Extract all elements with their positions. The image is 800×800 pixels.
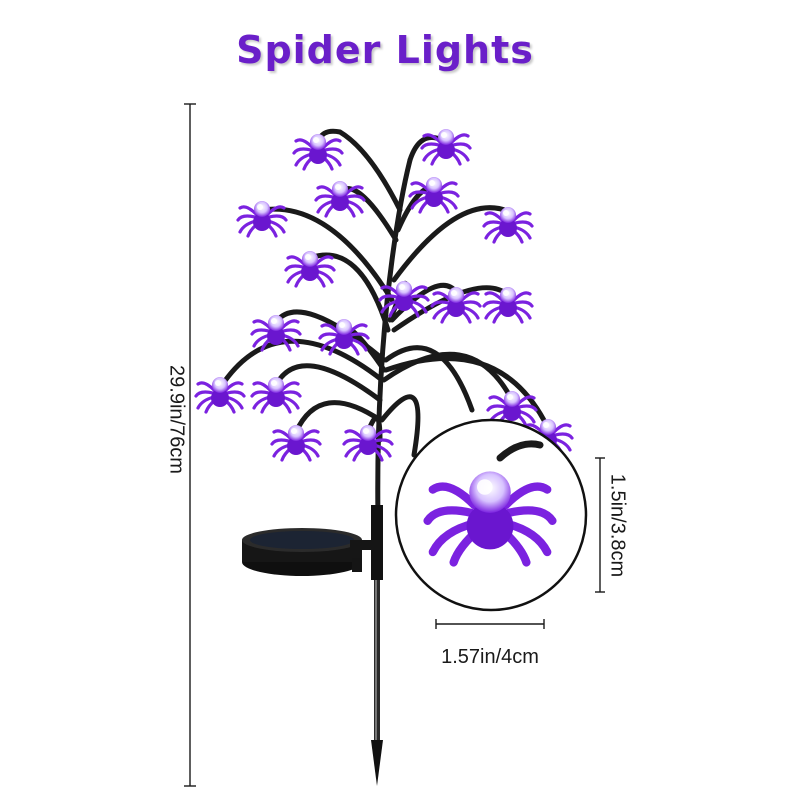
solar-panel-icon (242, 528, 380, 576)
spider-icon (482, 205, 534, 244)
spider-icon (342, 423, 394, 462)
spider-icon (292, 132, 344, 171)
spider-icon (250, 375, 302, 414)
bulb-height-label: 1.5in/3.8cm (606, 473, 629, 578)
page-title: Spider Lights (236, 28, 534, 72)
spider-icon (482, 285, 534, 324)
spider-icon (420, 127, 472, 166)
height-dimension-line (184, 103, 196, 787)
magnified-bulb-inset (394, 418, 588, 612)
spider-icon (236, 199, 288, 238)
bulb-width-dimension-line (435, 619, 545, 629)
spider-icon (194, 375, 246, 414)
bulb-height-dimension-line (595, 457, 605, 593)
spider-icon (250, 313, 302, 352)
height-label: 29.9in/76cm (165, 365, 188, 474)
bulb-width-label: 1.57in/4cm (441, 646, 539, 668)
spider-icon (284, 249, 336, 288)
spider-icon (270, 423, 322, 462)
spider-icon (314, 179, 366, 218)
